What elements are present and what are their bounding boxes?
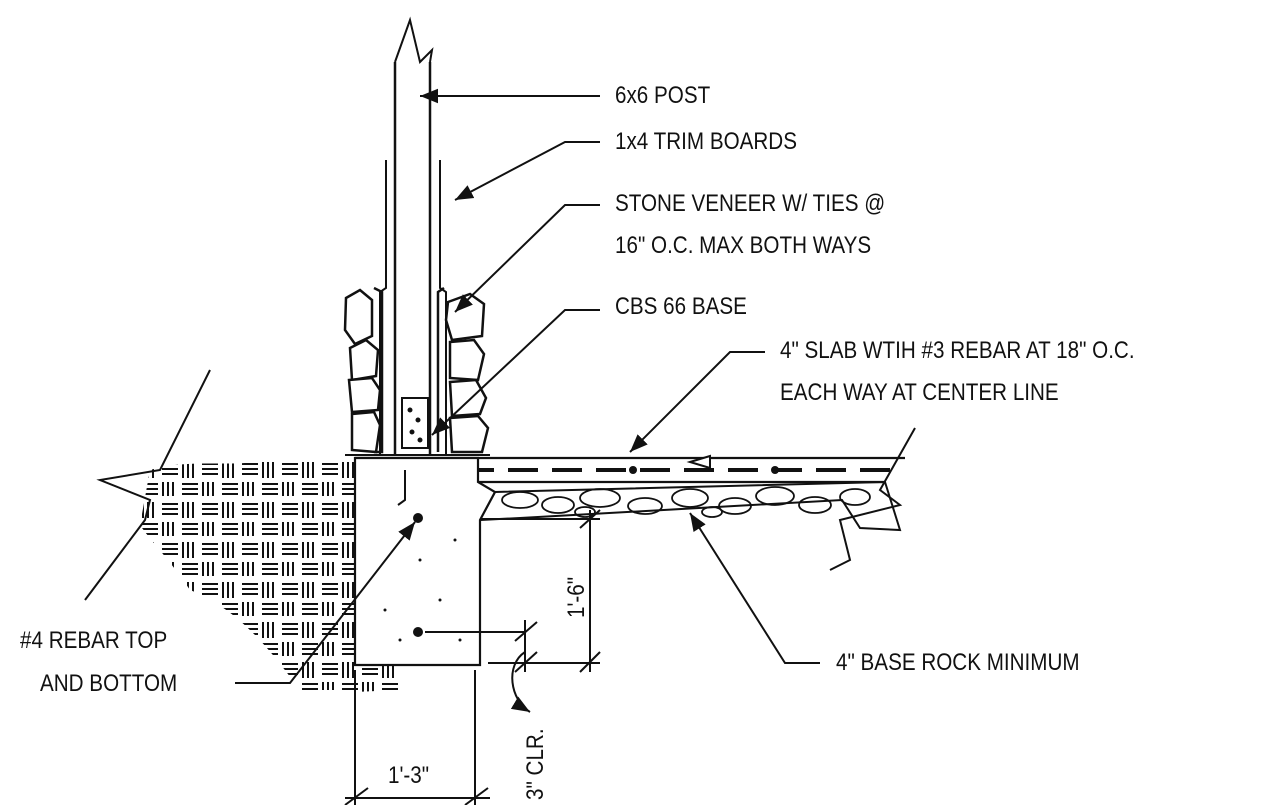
label-base-rock: 4" BASE ROCK MINIMUM	[836, 649, 1080, 676]
rebar-bottom	[413, 627, 423, 637]
rebar-top	[413, 513, 423, 523]
dimension-lines	[344, 509, 601, 805]
label-slab-1: 4" SLAB WTIH #3 REBAR AT 18" O.C.	[780, 337, 1135, 364]
earth-left	[140, 458, 355, 690]
dim-footing-depth: 1'-6"	[563, 576, 590, 618]
gravel-fill	[478, 480, 902, 532]
earth-under-footing	[350, 665, 400, 692]
concrete-specks	[383, 538, 462, 642]
label-post: 6x6 POST	[615, 82, 711, 109]
cbs-base	[401, 397, 429, 449]
label-slab-2: EACH WAY AT CENTER LINE	[780, 379, 1059, 406]
label-trim-boards: 1x4 TRIM BOARDS	[615, 128, 797, 155]
post-break	[394, 16, 434, 64]
slab-rebar-dot-2	[771, 466, 779, 474]
dim-clearance: 3" CLR.	[522, 728, 549, 800]
anchor-bolt	[397, 470, 406, 506]
slab-flag	[686, 454, 711, 470]
footing	[353, 456, 497, 667]
gravel-stones	[501, 486, 871, 518]
label-rebar-1: #4 REBAR TOP	[20, 627, 168, 654]
trim-boards	[379, 160, 447, 455]
dim-footing-width: 1'-3"	[388, 762, 430, 789]
stone-veneer-left	[343, 286, 384, 454]
post	[393, 62, 432, 455]
label-stone-veneer-1: STONE VENEER W/ TIES @	[615, 190, 886, 217]
label-stone-veneer-2: 16" O.C. MAX BOTH WAYS	[615, 232, 872, 259]
leaders	[235, 88, 820, 684]
break-line-left	[84, 369, 211, 601]
label-rebar-2: AND BOTTOM	[40, 670, 178, 697]
break-line-right	[829, 427, 916, 571]
slab-rebar-dot-1	[629, 466, 637, 474]
label-cbs-base: CBS 66 BASE	[615, 293, 747, 320]
